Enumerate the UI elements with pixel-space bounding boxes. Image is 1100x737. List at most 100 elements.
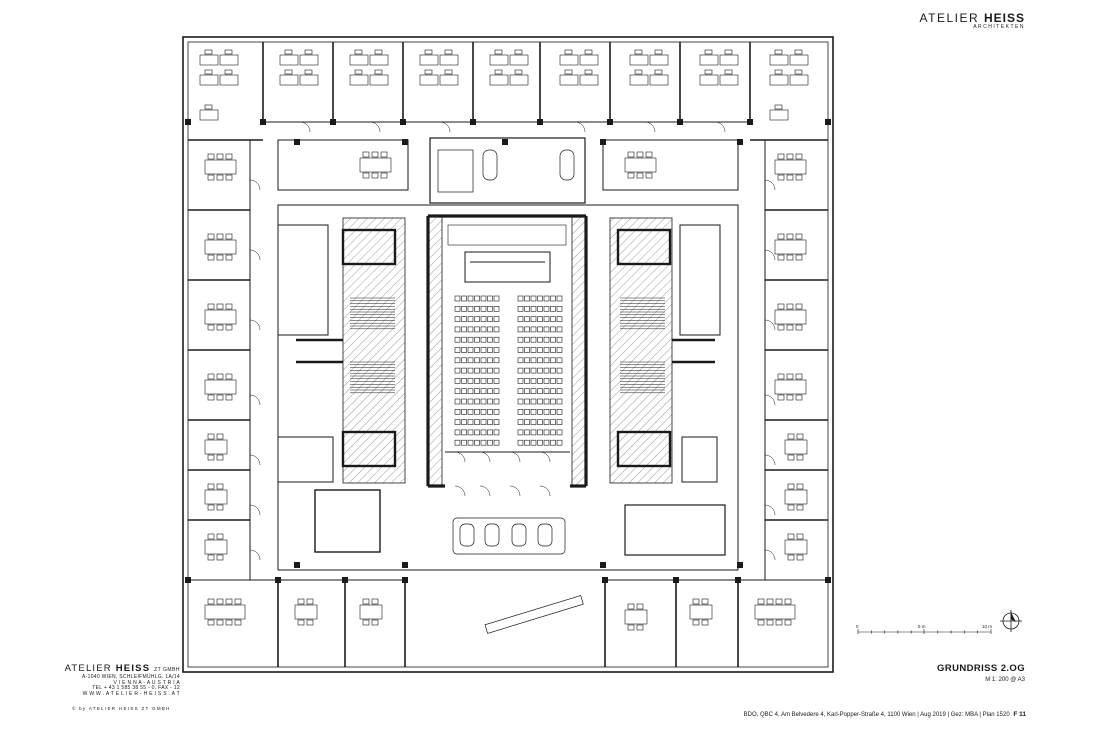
seat xyxy=(474,419,480,425)
column xyxy=(747,119,753,125)
chair xyxy=(654,69,663,75)
seat xyxy=(487,408,493,415)
chair xyxy=(634,69,643,75)
chair xyxy=(654,49,663,55)
chair xyxy=(796,433,804,440)
seat xyxy=(530,367,537,374)
chair xyxy=(795,153,803,160)
chair xyxy=(796,454,804,461)
seat xyxy=(480,439,487,446)
door-swing xyxy=(509,485,521,497)
seat xyxy=(467,419,474,425)
chair xyxy=(371,619,379,626)
inner-wall xyxy=(187,41,829,668)
seat xyxy=(537,326,543,333)
chair xyxy=(796,504,804,511)
chair xyxy=(784,598,792,605)
seat xyxy=(524,367,530,374)
seat xyxy=(467,316,474,322)
chair xyxy=(757,619,765,626)
seat xyxy=(487,429,493,436)
column xyxy=(737,139,743,145)
seat xyxy=(550,378,556,384)
footer-sheet-number: F 11 xyxy=(1013,711,1026,718)
chair xyxy=(564,49,573,55)
auditorium-seating xyxy=(454,295,563,446)
seat xyxy=(517,398,524,405)
desk xyxy=(699,54,719,66)
seat xyxy=(556,305,563,312)
seat xyxy=(487,419,493,425)
seat xyxy=(487,398,493,405)
seat xyxy=(461,336,467,343)
chair xyxy=(225,619,233,626)
door-swing xyxy=(249,319,261,331)
chair xyxy=(297,619,305,626)
seat xyxy=(530,388,537,395)
desk xyxy=(699,74,719,86)
seat xyxy=(543,439,550,446)
seat xyxy=(524,305,530,312)
chair xyxy=(766,619,774,626)
logo-brand-bold: HEISS xyxy=(983,11,1025,25)
seat xyxy=(543,316,550,322)
chair xyxy=(216,483,224,490)
chair xyxy=(514,69,523,75)
chair xyxy=(207,483,215,490)
seat xyxy=(493,295,500,302)
desk xyxy=(789,54,809,66)
seat xyxy=(556,295,563,302)
chair xyxy=(216,598,224,605)
seat xyxy=(454,408,461,415)
chair xyxy=(207,324,215,331)
door-swing xyxy=(249,549,261,561)
seat xyxy=(550,305,556,312)
chair xyxy=(362,598,370,605)
chair xyxy=(234,619,242,626)
seat xyxy=(543,429,550,436)
seat xyxy=(474,439,480,446)
seat xyxy=(524,419,530,425)
desk xyxy=(419,54,439,66)
chair xyxy=(216,303,224,310)
chair xyxy=(786,153,794,160)
scale-label-10: 10 m xyxy=(982,624,993,629)
chair xyxy=(794,69,803,75)
column xyxy=(470,119,476,125)
seat xyxy=(487,295,493,302)
desk xyxy=(299,54,319,66)
desk xyxy=(719,54,739,66)
seat xyxy=(556,419,563,425)
seat xyxy=(530,439,537,446)
door-swing xyxy=(249,504,261,516)
meeting-table xyxy=(784,489,808,505)
column xyxy=(502,139,508,145)
seat xyxy=(550,326,556,333)
seat xyxy=(530,347,537,353)
chair xyxy=(786,233,794,240)
door-swing xyxy=(644,121,656,133)
seat xyxy=(550,398,556,405)
seat xyxy=(537,357,543,364)
seat xyxy=(530,378,537,384)
seat xyxy=(454,398,461,405)
seat xyxy=(530,326,537,333)
desk xyxy=(279,74,299,86)
desk xyxy=(629,74,649,86)
seat xyxy=(454,367,461,374)
desk xyxy=(769,109,789,121)
seat xyxy=(487,316,493,322)
chair xyxy=(757,598,765,605)
seat xyxy=(461,378,467,384)
seat xyxy=(550,347,556,353)
stamp-city: V I E N N A - A U S T R I A xyxy=(113,679,180,686)
chair xyxy=(204,104,213,110)
seat xyxy=(493,408,500,415)
meeting-table xyxy=(204,159,237,175)
meeting-table xyxy=(204,439,228,455)
seat xyxy=(556,439,563,446)
chair xyxy=(787,504,795,511)
stamp-address: A-1040 WIEN, SCHLEIFMÜHLG. 1A/14 xyxy=(82,673,180,680)
chair xyxy=(692,619,700,626)
seat xyxy=(493,357,500,364)
